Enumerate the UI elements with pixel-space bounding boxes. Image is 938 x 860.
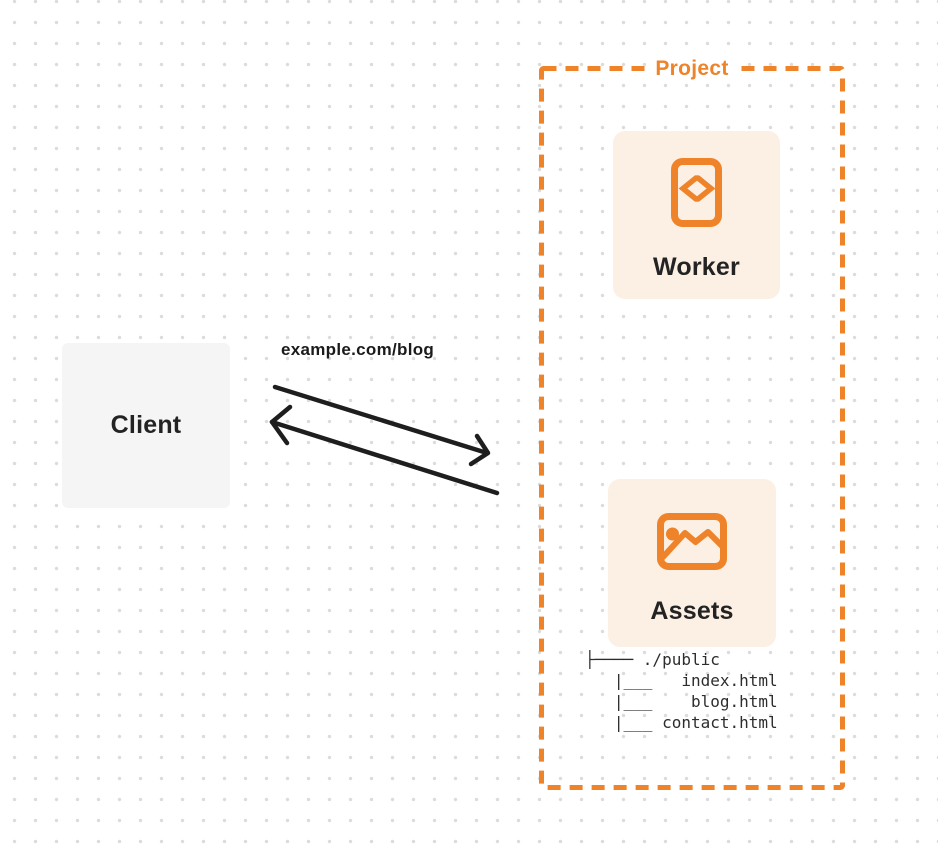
code-file-icon	[671, 158, 722, 227]
request-arrow-shaft	[272, 384, 490, 456]
response-arrow-shaft	[269, 419, 500, 496]
project-label: Project	[646, 57, 738, 81]
assets-card: Assets	[608, 479, 776, 647]
client-label: Client	[110, 411, 182, 439]
image-icon	[657, 513, 727, 570]
file-tree-line: ├──── ./public	[585, 650, 720, 669]
request-url-label: example.com/blog	[281, 340, 435, 359]
worker-label: Worker	[653, 253, 740, 281]
file-tree: ├──── ./public |___ index.html |___ blog…	[585, 649, 778, 733]
project-boundary: Project	[538, 57, 846, 791]
response-arrowhead-icon	[269, 404, 293, 446]
file-tree-line: |___ index.html	[585, 671, 778, 690]
file-tree-line: |___ blog.html	[585, 692, 778, 711]
worker-card: Worker	[613, 131, 780, 299]
client-box: Client	[62, 343, 230, 508]
assets-label: Assets	[650, 597, 734, 625]
file-tree-line: |___ contact.html	[585, 713, 778, 732]
request-arrowhead-icon	[468, 433, 491, 467]
project-dashed-border	[539, 66, 845, 790]
